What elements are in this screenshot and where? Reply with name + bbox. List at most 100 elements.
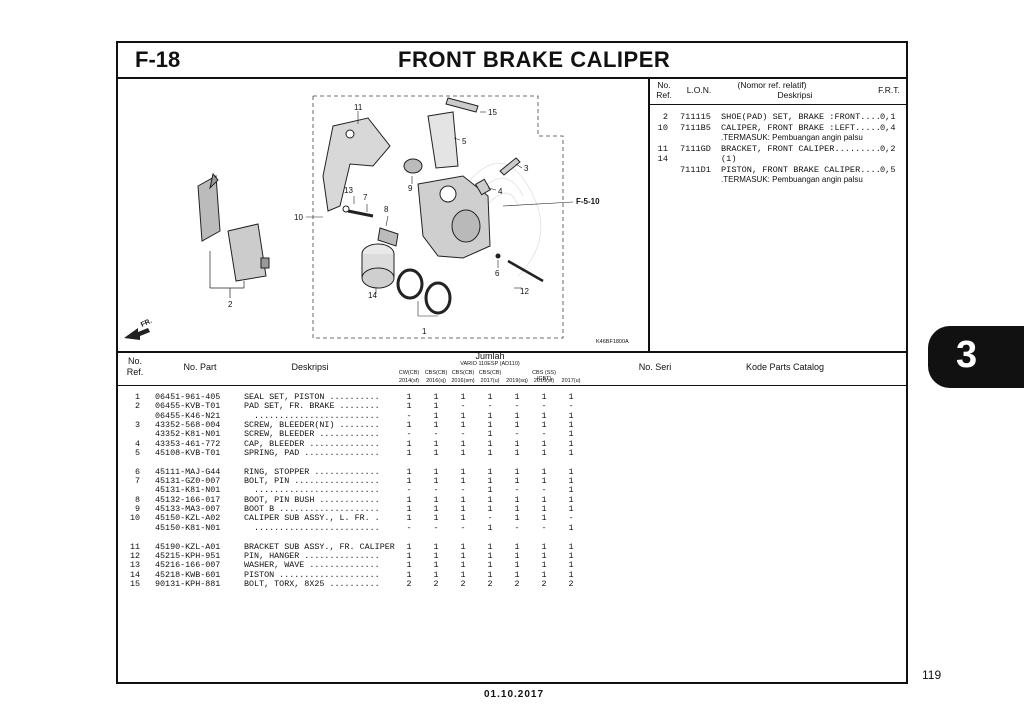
parts-qty: 1 (406, 550, 412, 561)
ref-cell-desc: BRACKET, FRONT CALIPER......... (721, 143, 881, 154)
parts-qty: - (487, 401, 493, 412)
parts-qty: 1 (487, 448, 493, 459)
parts-cell-ref: 8 (134, 494, 140, 505)
ref-cell-desc: .TERMASUK: Pembuangan angin palsu (721, 133, 863, 142)
parts-qty: 1 (514, 569, 520, 580)
parts-qty: 1 (568, 429, 574, 440)
parts-qty: - (568, 513, 574, 524)
parts-qty: 1 (460, 476, 466, 487)
ref-cell-lon: 7111D1 (680, 164, 711, 175)
parts-qty: - (460, 485, 466, 496)
parts-qty: 1 (487, 522, 493, 533)
parts-cell-part: 43352-568-004 (155, 420, 221, 431)
footer-date: 01.10.2017 (484, 689, 545, 700)
ref-table-row: .TERMASUK: Pembuangan angin palsu (650, 133, 906, 144)
parts-qty: - (514, 522, 520, 533)
parts-qty: 1 (514, 513, 520, 524)
parts-cell-ref: 7 (134, 476, 140, 487)
parts-qty: 1 (514, 410, 520, 421)
parts-qty: 1 (541, 392, 547, 402)
parts-qty: 1 (514, 504, 520, 515)
variant-year: 2016(sm) (451, 378, 475, 384)
parts-qty: 1 (460, 504, 466, 515)
parts-qty: 1 (460, 513, 466, 524)
ref-cell-desc: PISTON, FRONT BRAKE CALIPER.... (721, 164, 881, 175)
parts-qty: 1 (487, 429, 493, 440)
ref-cell-ref: 11 (657, 143, 668, 154)
parts-cell-part: 45111-MAJ-G44 (155, 466, 221, 477)
ref-table-row: .TERMASUK: Pembuangan angin palsu (650, 175, 906, 186)
parts-qty: 1 (568, 485, 574, 496)
parts-qty: 2 (460, 578, 466, 589)
parts-head-no-part: No. Part (183, 362, 217, 372)
parts-qty: 1 (406, 476, 412, 487)
fr-label: FR. (140, 318, 153, 329)
parts-cell-part: 45190-KZL-A01 (155, 541, 221, 552)
parts-cell-part: 06455-KVB-T01 (155, 401, 221, 412)
parts-qty: 1 (460, 569, 466, 580)
ref-table-row: 14(1) (650, 154, 906, 165)
parts-qty: 1 (514, 438, 520, 449)
parts-cell-part: 43352-K81-N01 (155, 429, 221, 440)
parts-qty: 1 (568, 392, 574, 402)
parts-cell-ref: 6 (134, 466, 140, 477)
parts-qty: 1 (568, 494, 574, 505)
page-frame (116, 41, 908, 684)
ref-head-desc-bottom: Deskripsi (777, 90, 813, 100)
ref-head-desc-top: (Nomor ref. relatif) (737, 80, 807, 90)
callout-10: 10 (294, 213, 303, 222)
variant-year: 2017(u) (480, 378, 500, 384)
parts-qty: 1 (541, 504, 547, 515)
parts-cell-desc: ......................... (244, 485, 380, 496)
parts-cell-desc: PIN, HANGER ............... (244, 550, 380, 561)
parts-qty: 1 (568, 448, 574, 459)
parts-qty: 1 (514, 420, 520, 431)
variant-year: 2016(sf) (533, 378, 555, 384)
parts-qty: 1 (568, 569, 574, 580)
variant-label: CBS(CB) (424, 370, 448, 376)
parts-qty: - (406, 485, 412, 496)
parts-cell-part: 45133-MA3-007 (155, 504, 221, 515)
parts-qty: 1 (460, 541, 466, 552)
ref-cell-ref: 2 (662, 112, 668, 122)
parts-qty: 1 (406, 420, 412, 431)
parts-cell-desc: PAD SET, FR. BRAKE ........ (244, 401, 380, 412)
parts-qty: 1 (460, 410, 466, 421)
parts-head-divider (116, 385, 908, 386)
parts-qty: 1 (487, 485, 493, 496)
parts-qty: 1 (487, 504, 493, 515)
parts-qty: 1 (487, 569, 493, 580)
parts-head-desc: Deskripsi (291, 362, 329, 372)
ref-cell-ref: 14 (657, 154, 668, 164)
parts-qty: 1 (487, 550, 493, 561)
ref-cell-frt: 0,2 (880, 143, 896, 154)
parts-qty: - (460, 401, 466, 412)
parts-cell-ref: 11 (129, 541, 140, 552)
parts-qty: - (541, 522, 547, 533)
parts-qty: 1 (514, 560, 520, 571)
parts-qty: 1 (514, 494, 520, 505)
parts-cell-ref: 4 (134, 438, 140, 449)
parts-qty: 1 (433, 476, 439, 487)
parts-qty: 1 (568, 541, 574, 552)
parts-qty: 1 (406, 494, 412, 505)
parts-cell-desc: BOOT, PIN BUSH ............ (244, 494, 380, 505)
parts-qty: 2 (568, 578, 574, 589)
parts-cell-ref: 9 (134, 504, 140, 515)
parts-qty: 1 (568, 476, 574, 487)
ref-cell-frt: 0,1 (880, 112, 896, 122)
callout-3: 3 (524, 164, 529, 173)
parts-qty: 1 (460, 466, 466, 477)
parts-qty: 2 (406, 578, 412, 589)
variant-year: 2016(sj) (426, 378, 446, 384)
parts-qty: 1 (433, 541, 439, 552)
parts-qty: 1 (541, 513, 547, 524)
ref-label: F-5-10 (576, 197, 600, 206)
parts-qty: 1 (406, 504, 412, 515)
parts-cell-ref: 1 (134, 392, 140, 402)
parts-qty: 1 (568, 438, 574, 449)
parts-cell-desc: SCREW, BLEEDER ............ (244, 429, 380, 440)
